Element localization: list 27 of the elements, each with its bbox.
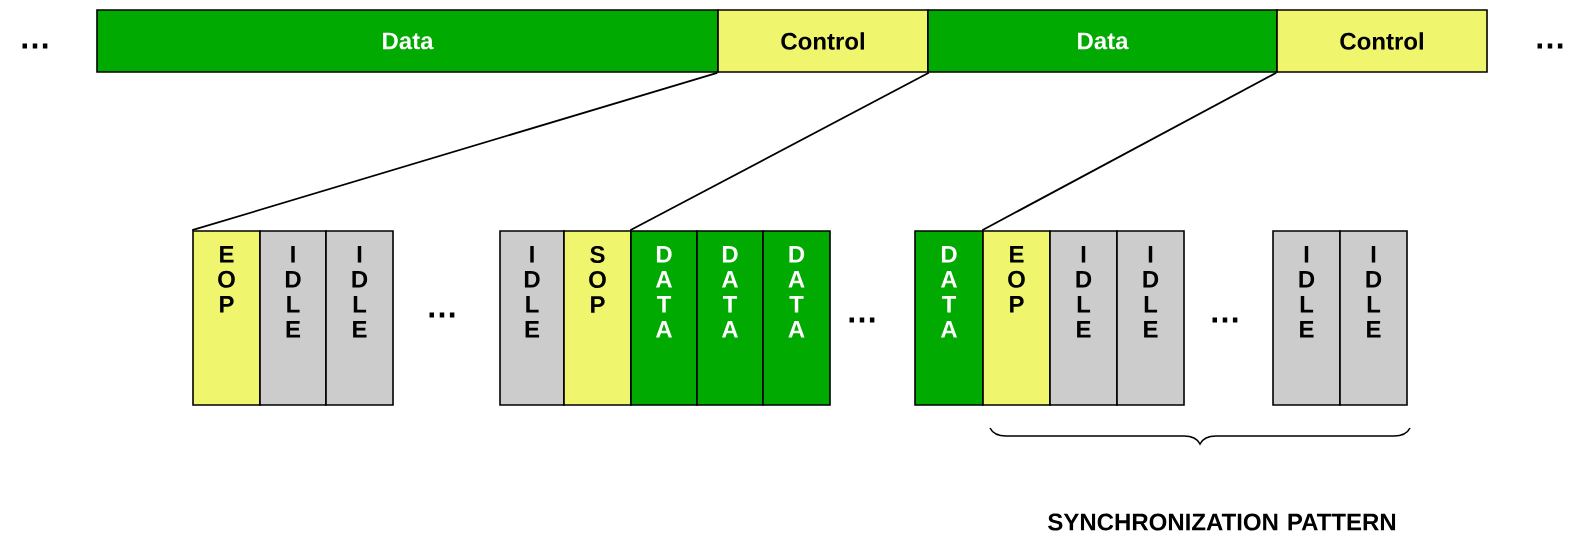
ellipsis: …	[22, 43, 48, 49]
symbol-cell: DATA	[914, 230, 984, 406]
ellipsis: …	[849, 317, 875, 323]
ellipsis: …	[429, 312, 455, 318]
frame-segment: Data	[927, 9, 1278, 73]
symbol-cell: SOP	[563, 230, 632, 406]
symbol-cell: DATA	[630, 230, 698, 406]
leader-line	[629, 71, 930, 232]
leader-line	[981, 71, 1278, 232]
symbol-cell: IDLE	[259, 230, 327, 406]
caption-text: SYNCHRONIZATION PATTERN	[1048, 513, 1396, 531]
ellipsis: …	[1537, 43, 1563, 49]
leader-line	[191, 71, 719, 232]
frame-segment: Control	[717, 9, 929, 73]
symbol-cell: DATA	[762, 230, 831, 406]
symbol-cell: IDLE	[499, 230, 565, 406]
symbol-cell: DATA	[696, 230, 764, 406]
symbol-cell: IDLE	[1049, 230, 1118, 406]
frame-segment: Control	[1276, 9, 1488, 73]
ellipsis: …	[1212, 317, 1238, 323]
frame-segment: Data	[96, 9, 719, 73]
symbol-cell: IDLE	[325, 230, 394, 406]
symbol-cell: IDLE	[1272, 230, 1341, 406]
symbol-cell: IDLE	[1116, 230, 1185, 406]
symbol-cell: EOP	[192, 230, 261, 406]
symbol-cell: IDLE	[1339, 230, 1408, 406]
symbol-cell: EOP	[982, 230, 1051, 406]
